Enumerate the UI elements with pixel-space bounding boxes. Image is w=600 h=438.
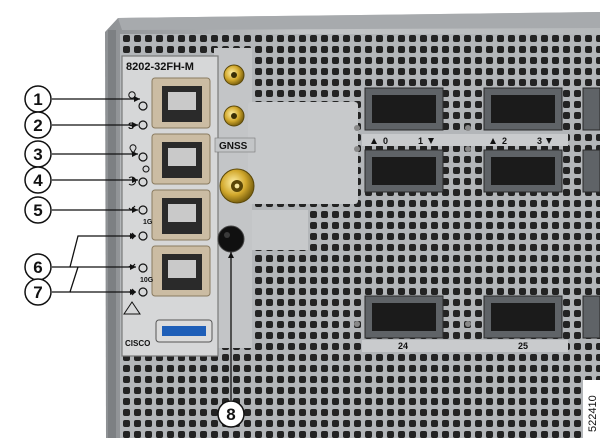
callout-7-number: 7	[33, 283, 42, 302]
callout-5-number: 5	[33, 201, 42, 220]
rj45-port-stack	[151, 77, 211, 297]
callout-7: 7	[24, 278, 52, 306]
figure-id-text: 522410	[587, 395, 599, 432]
speed-10g-label: 10G	[140, 277, 154, 284]
location-pin-icon	[129, 144, 137, 156]
port-label-24: 24	[398, 341, 408, 351]
callout-3: 3	[24, 140, 52, 168]
port-label-2: 2	[502, 136, 507, 146]
model-label: 8202-32FH-M	[126, 61, 194, 73]
up-arrow-icon-0	[371, 138, 377, 144]
qsfp-cages: 0 1 2 3 24 25	[354, 87, 600, 352]
callout-lines	[52, 98, 232, 400]
callout-2: 2	[24, 111, 52, 139]
rj45-port-1[interactable]	[151, 77, 211, 129]
console-round-port[interactable]	[217, 225, 245, 253]
led-2	[138, 120, 148, 130]
led-7	[138, 287, 148, 297]
rj45-port-4[interactable]	[151, 245, 211, 297]
sync-s-icon: S	[128, 121, 134, 131]
port-label-0: 0	[383, 136, 388, 146]
callout-4: 4	[24, 166, 52, 194]
panel-solid-areas	[214, 48, 358, 348]
timing-connectors: GNSS	[214, 64, 256, 253]
callout-1-number: 1	[33, 90, 42, 109]
figure-id: 522410	[583, 380, 600, 438]
led-3	[138, 152, 148, 162]
callout-5: 5	[24, 196, 52, 224]
down-arrow-icon-3	[546, 138, 552, 144]
callout-3-number: 3	[33, 145, 42, 164]
callout-6: 6	[24, 253, 52, 281]
down-arrow-icon-1	[428, 138, 434, 144]
port-label-25: 25	[518, 341, 528, 351]
rj45-port-3[interactable]	[151, 189, 211, 241]
callout-2-number: 2	[33, 116, 42, 135]
warning-triangle-icon	[123, 301, 141, 315]
usb-area: CISCO	[123, 301, 213, 348]
callout-1: 1	[24, 85, 52, 113]
led-4	[138, 177, 148, 187]
speed-1g-label: 1G	[143, 219, 153, 226]
clock-icon	[142, 165, 150, 173]
callout-8: 8	[217, 400, 245, 428]
led-1	[138, 101, 148, 111]
port-label-3: 3	[537, 136, 542, 146]
led-6a	[138, 231, 148, 241]
callout-8-number: 8	[226, 405, 235, 424]
brand-logo: CISCO	[125, 339, 150, 348]
power-icon	[128, 91, 136, 99]
led-6b	[138, 263, 148, 273]
rj45-port-2[interactable]	[151, 133, 211, 185]
callout-6-number: 6	[33, 258, 42, 277]
gnss-label: GNSS	[219, 141, 248, 152]
callout-arrowheads	[130, 96, 234, 295]
up-arrow-icon-2	[490, 138, 496, 144]
port-label-1: 1	[418, 136, 423, 146]
led-5	[138, 205, 148, 215]
callout-4-number: 4	[33, 171, 43, 190]
